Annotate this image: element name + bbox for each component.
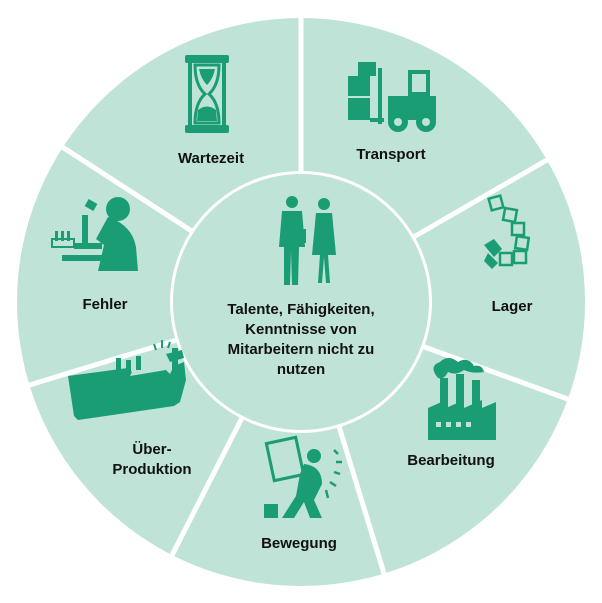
label-transport: Transport	[356, 146, 426, 163]
segment-divider-4	[335, 421, 388, 579]
stacked-boxes-icon	[484, 194, 531, 269]
hourglass-icon	[185, 55, 229, 133]
forklift-icon	[348, 62, 436, 132]
label-fehler: Fehler	[82, 296, 128, 313]
label-ueberproduktion-line-1: Über-	[132, 441, 172, 458]
segment-divider-2	[408, 155, 552, 242]
label-wartezeit: Wartezeit	[177, 150, 245, 167]
label-lager: Lager	[491, 298, 533, 315]
overflowing-desk-icon	[68, 340, 186, 420]
label-ueberproduktion: Über- Produktion	[112, 440, 191, 480]
factory-icon	[428, 358, 496, 440]
center-label: Talente, Fähigkeiten, Kenntnisse von Mit…	[201, 300, 401, 380]
center-line-3: Mitarbeitern nicht zu	[227, 341, 375, 358]
label-ueberproduktion-line-2: Produktion	[112, 461, 192, 478]
center-line-4: nutzen	[276, 361, 326, 378]
person-carrying-box-icon	[264, 435, 342, 518]
segment-divider-5	[168, 413, 247, 560]
label-bewegung: Bewegung	[261, 535, 337, 552]
microscope-worker-icon	[51, 197, 138, 271]
center-line-1: Talente, Fähigkeiten,	[227, 301, 375, 318]
center-line-2: Kenntnisse von	[245, 321, 357, 338]
two-people-icon	[279, 196, 336, 285]
segment-divider-3	[418, 342, 573, 403]
label-bearbeitung: Bearbeitung	[407, 452, 495, 469]
segment-divider-7	[58, 143, 197, 236]
center-circle	[173, 174, 429, 430]
